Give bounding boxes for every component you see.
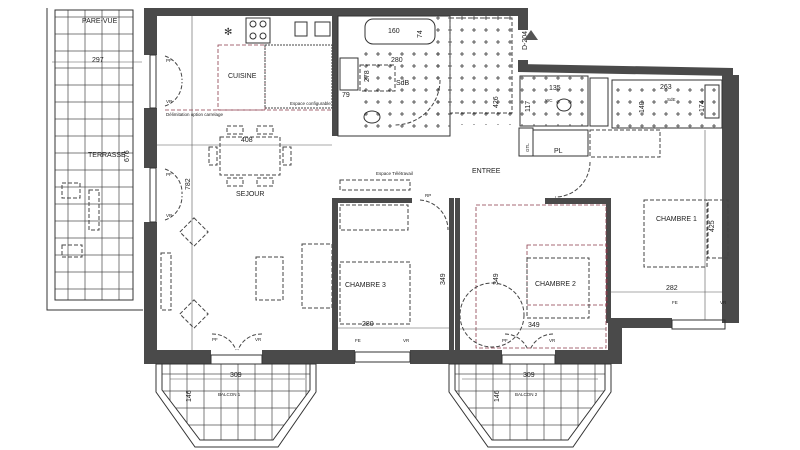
dining-table <box>208 125 292 187</box>
sejour-width-dim: 408 <box>241 137 253 144</box>
sdb-label: SdB <box>396 80 410 87</box>
entree-label: ENTREE <box>472 168 501 175</box>
washbasin-icon <box>339 57 359 91</box>
toilet-icon <box>363 110 381 124</box>
pf-label-2: PF <box>166 172 172 177</box>
chambre-3-depth-dim: 349 <box>440 273 447 285</box>
balcon-1-width-dim: 309 <box>230 372 242 379</box>
entry-door-swing <box>554 161 591 198</box>
fe-label-1: FE <box>355 338 361 343</box>
wc-sde-block <box>518 75 723 158</box>
chambre-1-width-dim: 282 <box>666 285 678 292</box>
sde-washbasin-icon <box>704 84 720 119</box>
desk-outline <box>339 179 411 191</box>
vr-label-3: VR <box>255 337 262 342</box>
terrasse-label: TERRASSE <box>88 152 126 159</box>
bathtub-width-dim: 74 <box>417 30 424 38</box>
sink-icon <box>294 21 308 37</box>
vr-label-4: VR <box>403 338 410 343</box>
door-swings <box>164 55 554 351</box>
sde-basin-dim: 174 <box>699 100 706 112</box>
wc-label: WC <box>545 98 553 103</box>
pare-vue-label: PARE-VUE <box>82 18 118 25</box>
chambre-2 <box>455 198 611 350</box>
lot-marker-triangle-icon <box>524 30 538 40</box>
chambre-1 <box>610 130 729 320</box>
terrace-width-dim: 297 <box>92 57 104 64</box>
fe-label-2: FE <box>672 300 678 305</box>
lot-marker-label: D-204 <box>522 31 529 50</box>
chambre-3-label: CHAMBRE 3 <box>345 282 386 289</box>
sde-width-dim: 263 <box>660 84 672 91</box>
pf-label-4: PF <box>502 338 508 343</box>
balcon-2-depth-dim: 146 <box>494 390 501 402</box>
chambre-1-depth-dim: 425 <box>709 220 716 232</box>
rp-label: RP <box>425 193 431 198</box>
teletravail-label: Espace Télétravail <box>376 171 413 176</box>
chambre-3-width-dim: 280 <box>362 321 374 328</box>
cooktop-icon <box>245 17 271 44</box>
sdb-width-dim: 280 <box>391 57 403 64</box>
windows <box>149 54 726 365</box>
balcon-2-label: BALCON 2 <box>515 392 538 397</box>
bathroom <box>337 15 518 137</box>
sde-depth-dim: 140 <box>639 101 646 113</box>
sejour-label: SEJOUR <box>236 191 264 198</box>
pf-label-3: PF <box>212 337 218 342</box>
delimitation-label: Délimitation option carrelage <box>166 112 224 117</box>
kitchen: ✻ <box>157 16 333 350</box>
chambre-2-label: CHAMBRE 2 <box>535 281 576 288</box>
gtl-label: GTL <box>525 143 530 152</box>
pl-label: PL <box>554 148 563 155</box>
vr-label-1: VR <box>166 99 173 104</box>
terrace-depth-dim: 676 <box>124 150 131 162</box>
bathtub-icon <box>364 18 436 45</box>
balcon-2-width-dim: 309 <box>523 372 535 379</box>
wc-depth-dim: 117 <box>525 101 532 112</box>
balcon-1-depth-dim: 146 <box>186 390 193 402</box>
entree-depth-dim: 426 <box>493 96 500 108</box>
sejour-depth-dim: 782 <box>185 178 192 190</box>
espace-configurable-label: Espace configurable <box>290 101 331 106</box>
balcon-1-label: BALCON 1 <box>218 392 241 397</box>
chambre-2-depth-dim: 349 <box>493 273 500 285</box>
vr-label-2: VR <box>166 213 173 218</box>
sde-label: SdE <box>667 97 676 102</box>
chambre-2-width-dim: 349 <box>528 322 540 329</box>
chambre-1-label: CHAMBRE 1 <box>656 216 697 223</box>
sdb-depth-dim: 278 <box>364 70 371 82</box>
vr-label-6: VR <box>720 300 727 305</box>
sdb-basin-dim: 79 <box>342 92 350 99</box>
vr-label-5: VR <box>549 338 556 343</box>
living-furniture <box>160 217 333 329</box>
chambre-3 <box>332 198 454 350</box>
bathtub-length-dim: 160 <box>388 28 400 35</box>
fridge-snowflake-icon: ✻ <box>224 27 232 38</box>
wc-width-dim: 135 <box>549 85 561 92</box>
cuisine-label: CUISINE <box>228 73 257 80</box>
exterior-walls <box>144 8 739 364</box>
terrace <box>46 8 143 311</box>
pf-label-1: PF <box>166 58 172 63</box>
